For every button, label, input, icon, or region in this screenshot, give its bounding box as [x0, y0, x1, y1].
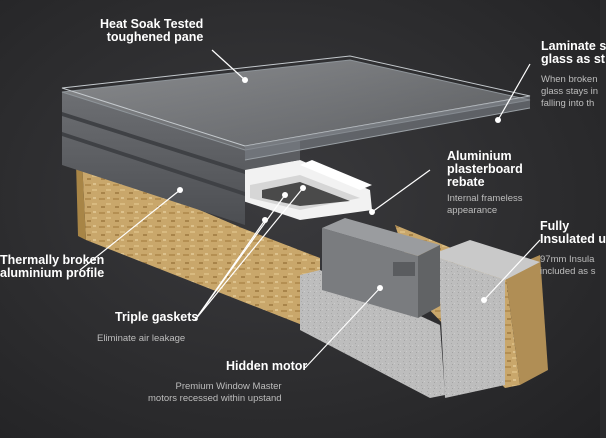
leader-thermal: [79, 189, 181, 271]
callout-laminate-desc-3: falling into th: [541, 98, 595, 109]
leader-insulated: [483, 239, 541, 301]
aluminium-profile: [240, 160, 372, 220]
leader-dots: [177, 77, 501, 303]
callout-laminate-line-1: Laminate s: [541, 39, 606, 53]
callout-insulated-desc-1: 97mm Insula: [540, 254, 595, 265]
callout-plasterboard-line-2: plasterboard: [447, 162, 523, 176]
callout-plasterboard-line-1: Aluminium: [447, 149, 512, 163]
callout-thermal: Thermally broken aluminium profile: [0, 254, 104, 280]
callout-thermal-line-2: aluminium profile: [0, 266, 105, 280]
callout-plasterboard-line-3: rebate: [447, 175, 485, 189]
callout-plasterboard-description: Internal frameless appearance: [447, 193, 523, 217]
callout-laminate: Laminate s glass as st: [541, 40, 606, 66]
leader-gasket-3: [194, 187, 304, 321]
leader-lines: [79, 49, 541, 369]
callout-motor: Hidden motor: [226, 360, 307, 373]
callout-motor-desc-1: Premium Window Master: [175, 381, 282, 392]
callout-heat-soak-line-2: toughened pane: [106, 30, 204, 44]
leader-heat-soak: [211, 49, 246, 81]
callout-laminate-desc-1: When broken: [541, 74, 598, 85]
glazing-panes: [61, 55, 531, 161]
callout-heat-soak: Heat Soak Tested toughened pane: [100, 18, 203, 44]
callout-plasterboard-desc-2: appearance: [447, 205, 498, 216]
callout-gaskets-desc-1: Eliminate air leakage: [97, 333, 186, 344]
callout-gaskets-description: Eliminate air leakage: [97, 333, 185, 345]
callout-laminate-desc-2: glass stays in: [541, 86, 599, 97]
callout-plasterboard-desc-1: Internal frameless: [447, 193, 523, 204]
callout-motor-title: Hidden motor: [226, 359, 308, 373]
callout-insulated-description: 97mm Insula included as s: [540, 254, 595, 278]
callout-insulated-line-1: Fully: [540, 219, 570, 233]
callout-insulated: Fully Insulated u: [540, 220, 606, 246]
motor-housing: [322, 218, 440, 318]
leader-laminate: [497, 63, 531, 121]
callout-insulated-desc-2: included as s: [540, 266, 596, 277]
leader-gasket-2: [194, 194, 286, 321]
callout-gaskets-title: Triple gaskets: [115, 310, 199, 324]
callout-thermal-line-1: Thermally broken: [0, 253, 105, 267]
callout-plasterboard: Aluminium plasterboard rebate: [447, 150, 523, 189]
callout-insulated-line-2: Insulated u: [540, 232, 606, 246]
callout-laminate-line-2: glass as st: [541, 52, 605, 66]
callout-laminate-description: When broken glass stays in falling into …: [541, 74, 598, 110]
osb-upstand-left: [76, 160, 320, 332]
leader-motor: [304, 287, 381, 369]
callout-heat-soak-line-1: Heat Soak Tested: [100, 17, 204, 31]
callout-gaskets: Triple gaskets: [115, 311, 198, 324]
callout-motor-description: Premium Window Master motors recessed wi…: [148, 381, 282, 405]
callout-motor-desc-2: motors recessed within upstand: [148, 393, 282, 404]
leader-plasterboard: [371, 169, 431, 213]
